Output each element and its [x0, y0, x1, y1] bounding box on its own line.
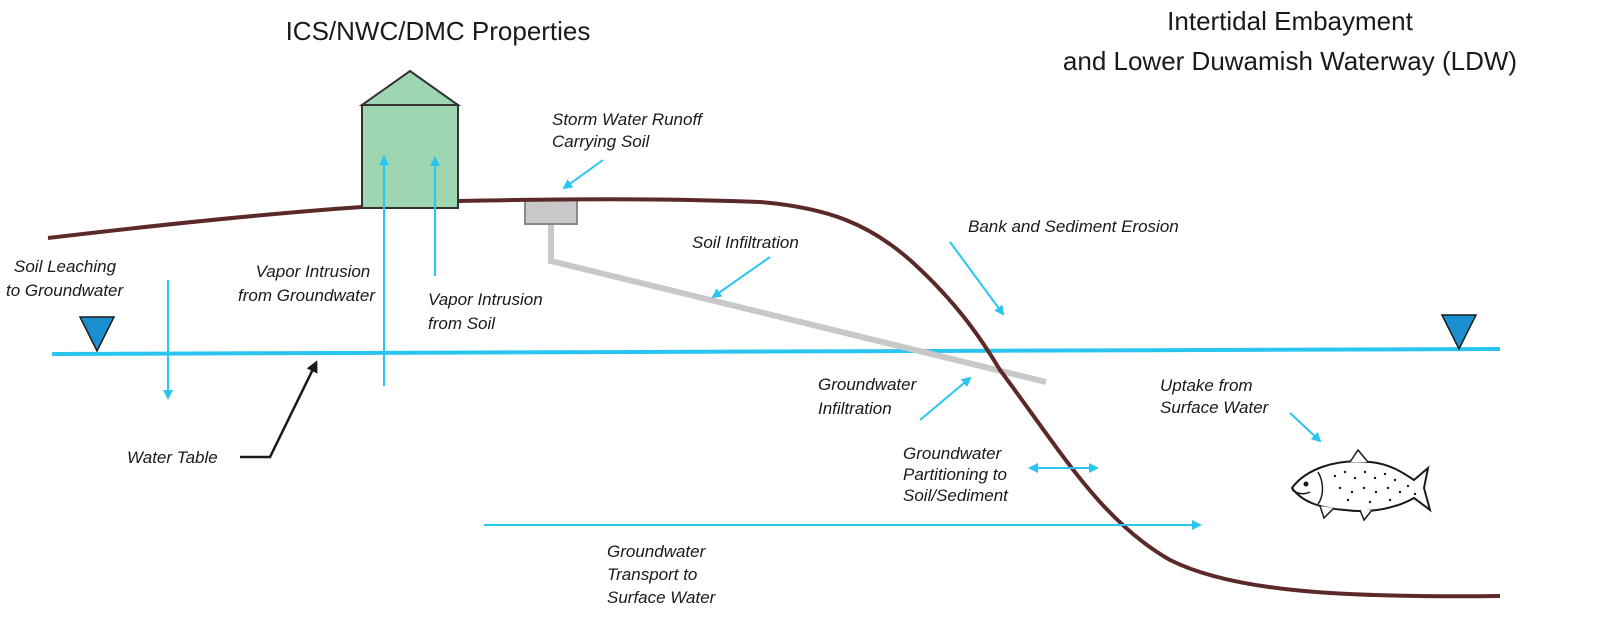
label-soil-infiltration: Soil Infiltration — [692, 233, 799, 252]
label-bank-erosion: Bank and Sediment Erosion — [968, 217, 1179, 236]
storm-drain-inlet — [524, 199, 578, 225]
title-embayment-line2: and Lower Duwamish Waterway (LDW) — [1063, 46, 1517, 76]
label-groundwater-infiltration: Groundwater Infiltration — [818, 375, 921, 418]
label-water-table: Water Table — [127, 448, 218, 467]
storm-drain-pipe — [548, 224, 1047, 385]
building — [358, 69, 462, 209]
label-storm-water: Storm Water Runoff Carrying Soil — [552, 110, 707, 151]
ground-surface-line — [47, 197, 1501, 599]
water-table-callout-arrow — [240, 360, 318, 459]
label-groundwater-transport: Groundwater Transport to Surface Water — [607, 542, 717, 607]
arrow-groundwater-infiltration — [919, 376, 972, 421]
arrow-soil-infiltration — [711, 256, 771, 299]
label-vapor-groundwater: Vapor Intrusion from Groundwater — [238, 262, 376, 305]
arrow-uptake — [1289, 412, 1322, 443]
label-vapor-soil: Vapor Intrusion from Soil — [428, 290, 547, 333]
label-soil-leaching: Soil Leaching to Groundwater — [6, 257, 125, 300]
title-properties: ICS/NWC/DMC Properties — [286, 16, 591, 46]
title-embayment-line1: Intertidal Embayment — [1167, 6, 1413, 36]
label-groundwater-partitioning: Groundwater Partitioning to Soil/Sedimen… — [903, 444, 1012, 505]
salmon-icon — [1290, 448, 1432, 522]
water-table-line — [51, 347, 1501, 356]
water-level-marker-left — [78, 316, 116, 353]
arrow-storm-water — [562, 159, 604, 190]
label-uptake: Uptake from Surface Water — [1160, 376, 1270, 417]
arrow-bank-erosion — [949, 241, 1005, 316]
water-level-marker-right — [1440, 314, 1478, 351]
